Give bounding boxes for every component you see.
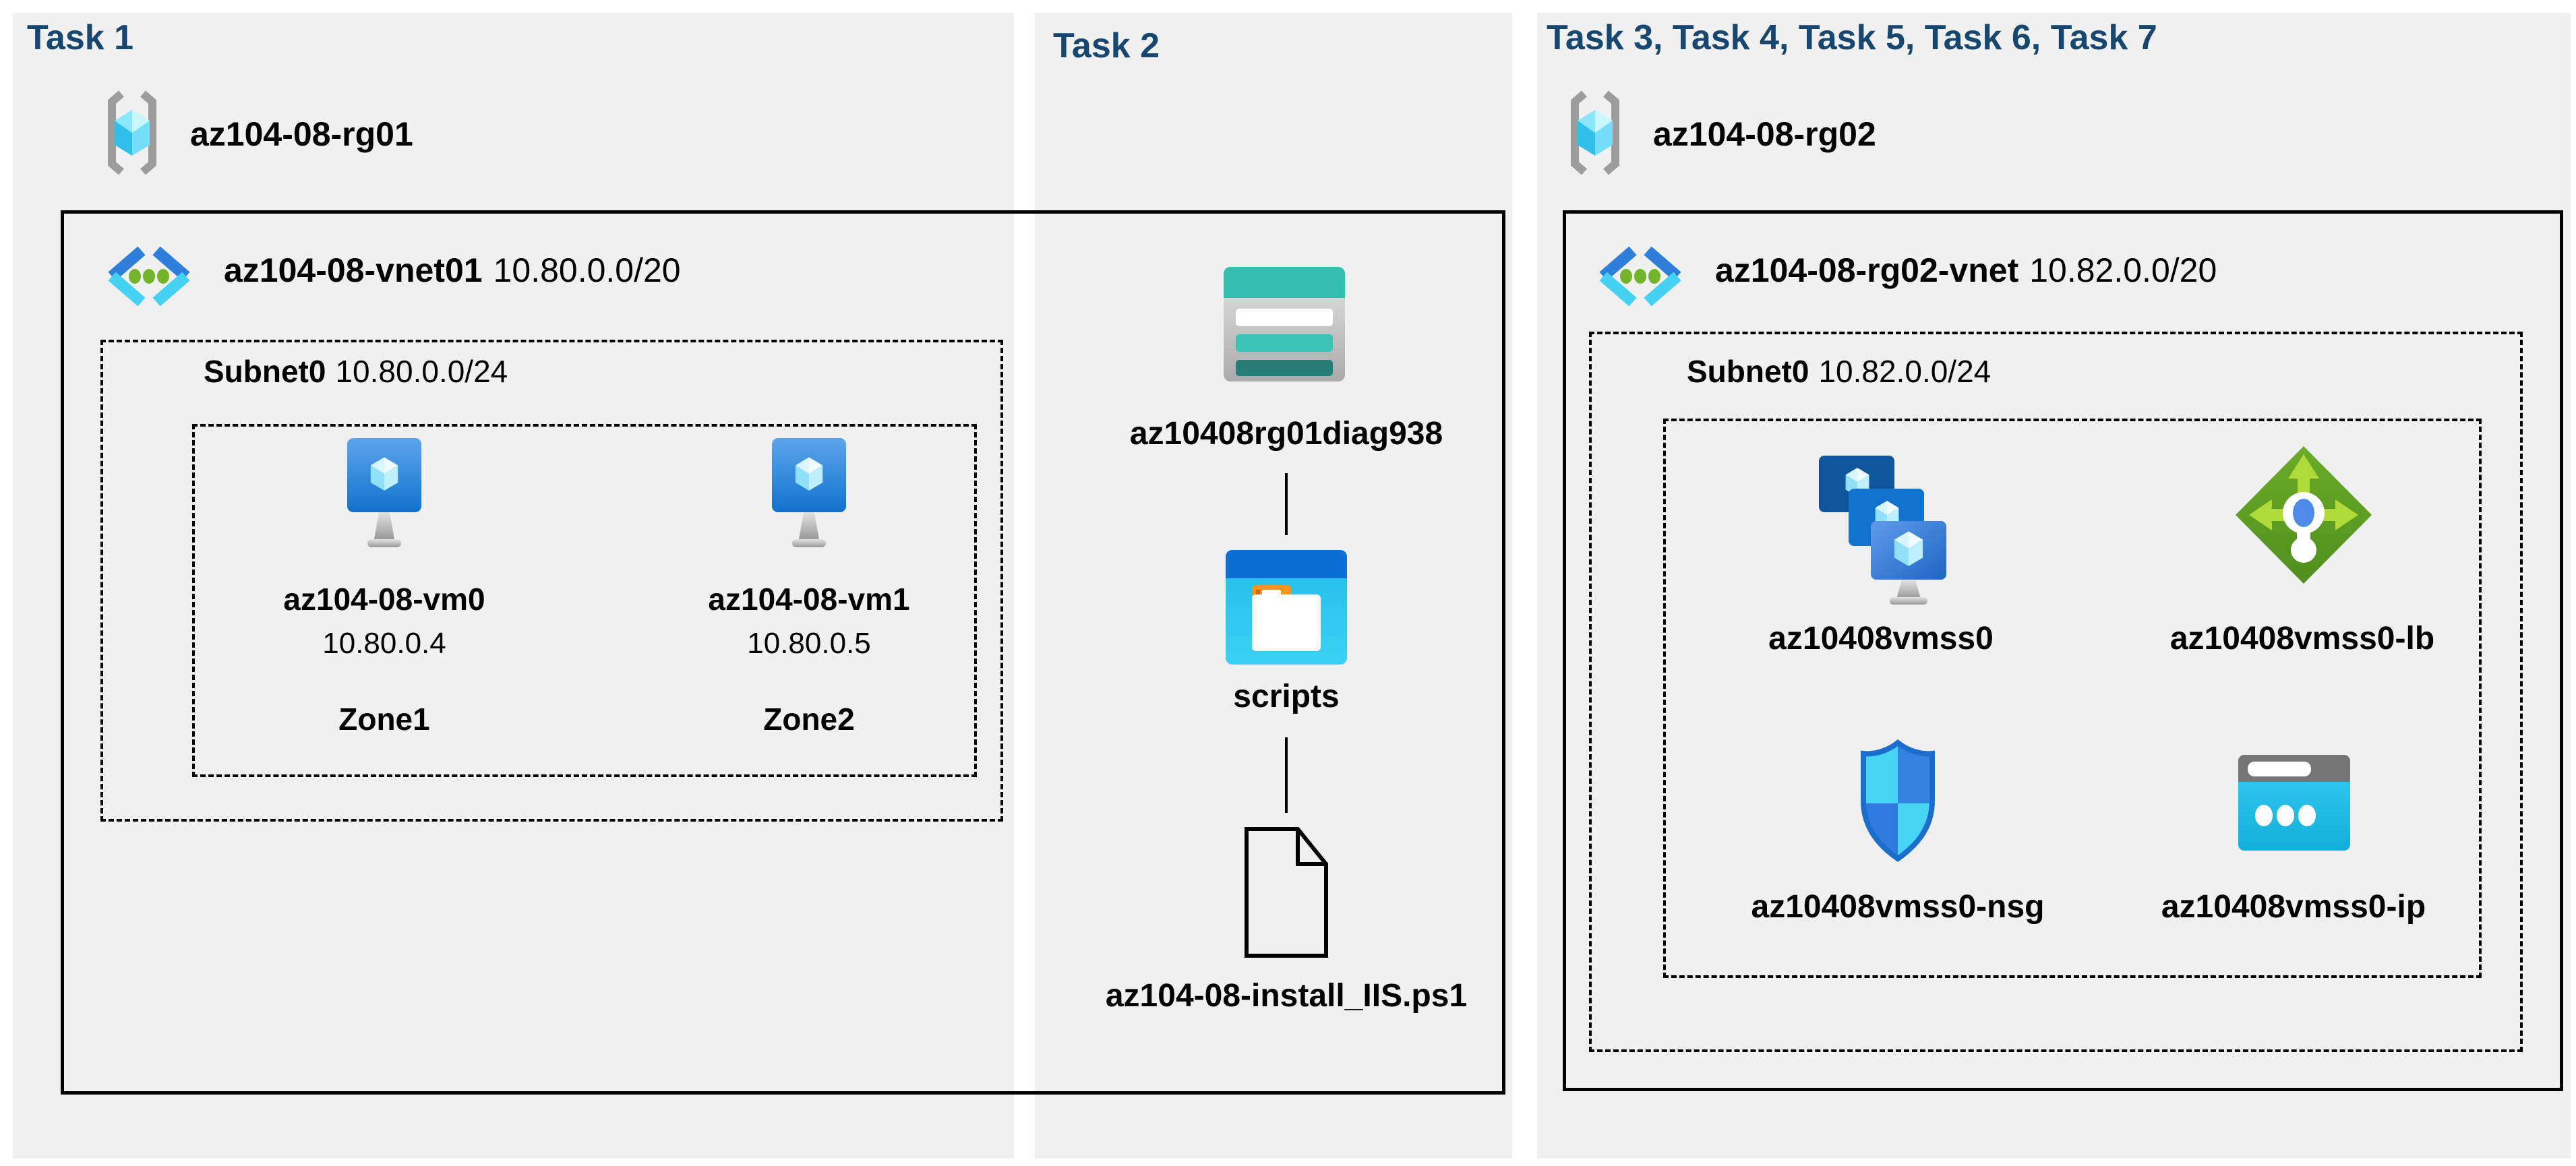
vm0-ip: 10.80.0.4	[322, 627, 446, 660]
subnet0-rg01-name: Subnet0	[204, 354, 326, 389]
vm1-ip: 10.80.0.5	[747, 627, 871, 660]
rg02-vnet-label: az104-08-rg02-vnet 10.82.0.0/20	[1715, 251, 2217, 290]
file-icon	[1244, 826, 1329, 958]
task3-title: Task 3, Task 4, Task 5, Task 6, Task 7	[1547, 18, 2157, 57]
storage-account-icon	[1224, 267, 1345, 381]
virtual-network-icon	[1592, 243, 1688, 310]
virtual-machine-icon	[765, 438, 853, 554]
public-ip-label: az10408vmss0-ip	[2161, 889, 2426, 925]
vnet01-label: az104-08-vnet01 10.80.0.0/20	[224, 251, 681, 290]
blob-container-icon	[1226, 550, 1347, 665]
vmss-label: az10408vmss0	[1768, 621, 1994, 656]
vnet01-cidr: 10.80.0.0/20	[493, 251, 681, 289]
storage-account-label: az10408rg01diag938	[1129, 416, 1443, 452]
subnet0-rg01-box	[100, 340, 1003, 822]
public-ip-icon	[2238, 755, 2350, 851]
vnet01-box	[61, 210, 1505, 1095]
vnet01-name: az104-08-vnet01	[224, 251, 483, 289]
rg02-vnet-name: az104-08-rg02-vnet	[1715, 251, 2019, 289]
nsg-icon	[1855, 739, 1940, 864]
virtual-machine-icon	[340, 438, 428, 554]
vmss-resources-box	[1663, 419, 2482, 978]
vmss-icon	[1819, 452, 1947, 605]
rg01-label: az104-08-rg01	[190, 115, 413, 153]
subnet0-rg02-box	[1589, 332, 2523, 1052]
subnet0-rg02-name: Subnet0	[1687, 354, 1809, 389]
script-file-label: az104-08-install_IIS.ps1	[1105, 978, 1468, 1014]
resource-group-icon	[98, 90, 166, 175]
task1-title: Task 1	[27, 18, 134, 57]
subnet0-rg02-cidr: 10.82.0.0/24	[1818, 354, 1991, 389]
nsg-label: az10408vmss0-nsg	[1751, 889, 2045, 925]
subnet0-rg02-label: Subnet0 10.82.0.0/24	[1687, 353, 1991, 390]
vm0-zone: Zone1	[338, 702, 430, 737]
task2-title: Task 2	[1053, 26, 1160, 65]
virtual-network-icon	[101, 243, 197, 310]
rg02-label: az104-08-rg02	[1653, 115, 1876, 153]
load-balancer-icon	[2233, 443, 2374, 586]
subnet0-rg01-cidr: 10.80.0.0/24	[335, 354, 508, 389]
subnet0-rg01-label: Subnet0 10.80.0.0/24	[204, 353, 508, 390]
task3-panel	[1537, 13, 2571, 1159]
vm1-zone: Zone2	[763, 702, 855, 737]
connector-storage-container	[1285, 473, 1288, 535]
zones-box	[192, 424, 977, 777]
container-label: scripts	[1233, 679, 1340, 714]
connector-container-file	[1285, 737, 1288, 813]
rg02-vnet-box	[1563, 210, 2563, 1091]
resource-group-icon	[1561, 90, 1629, 175]
rg02-vnet-cidr: 10.82.0.0/20	[2029, 251, 2217, 289]
vm0-name: az104-08-vm0	[283, 582, 485, 617]
task1-panel	[13, 13, 1014, 1159]
vm1-name: az104-08-vm1	[708, 582, 910, 617]
load-balancer-label: az10408vmss0-lb	[2169, 621, 2435, 656]
